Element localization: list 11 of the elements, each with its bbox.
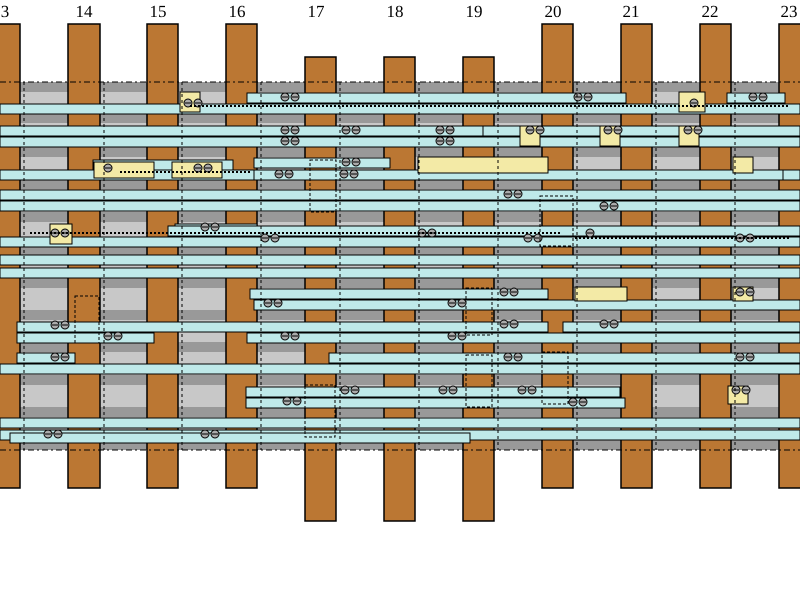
column-number: 17 — [306, 2, 326, 22]
column-number: 18 — [386, 2, 404, 22]
column-number: 19 — [464, 2, 484, 22]
column-number: 21 — [622, 2, 640, 22]
column-number: 22 — [700, 2, 720, 22]
column-number: 3 — [0, 2, 10, 22]
column-number: 20 — [544, 2, 562, 22]
column-number: 15 — [148, 2, 168, 22]
column-number: 16 — [228, 2, 246, 22]
column-number: 14 — [74, 2, 94, 22]
column-number: 23 — [780, 2, 798, 22]
